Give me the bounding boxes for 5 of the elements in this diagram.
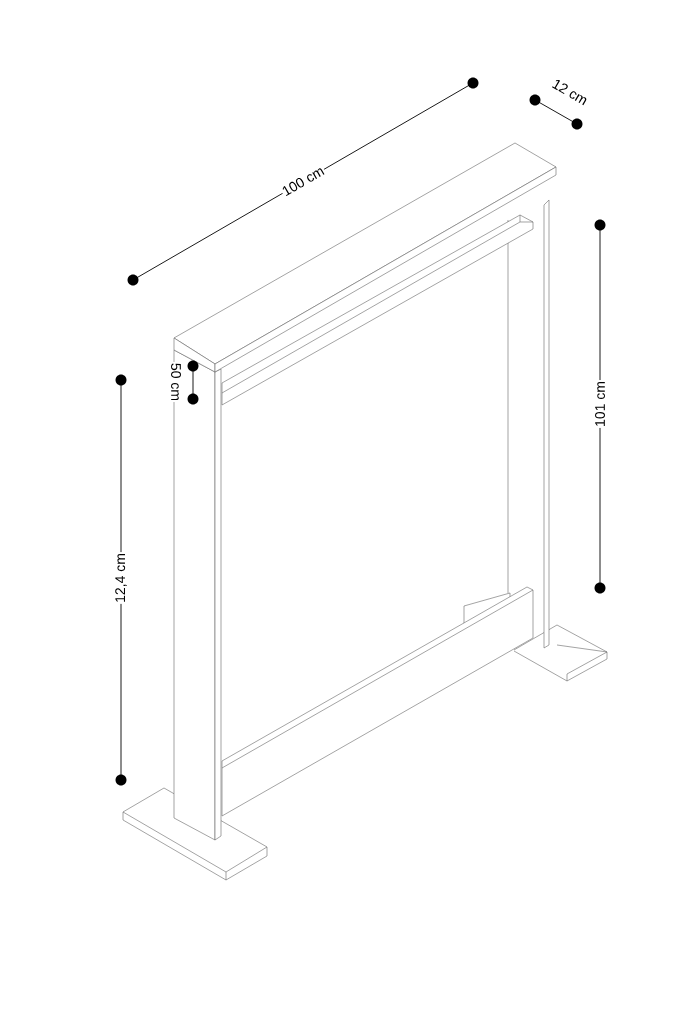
dimension-label: 12 cm <box>549 76 591 108</box>
dimension-label: 50 cm <box>170 361 182 403</box>
dimension-label: 100 cm <box>279 163 327 199</box>
dimension-label: 12,4 cm <box>114 552 128 604</box>
dimension-label: 101 cm <box>594 380 606 428</box>
